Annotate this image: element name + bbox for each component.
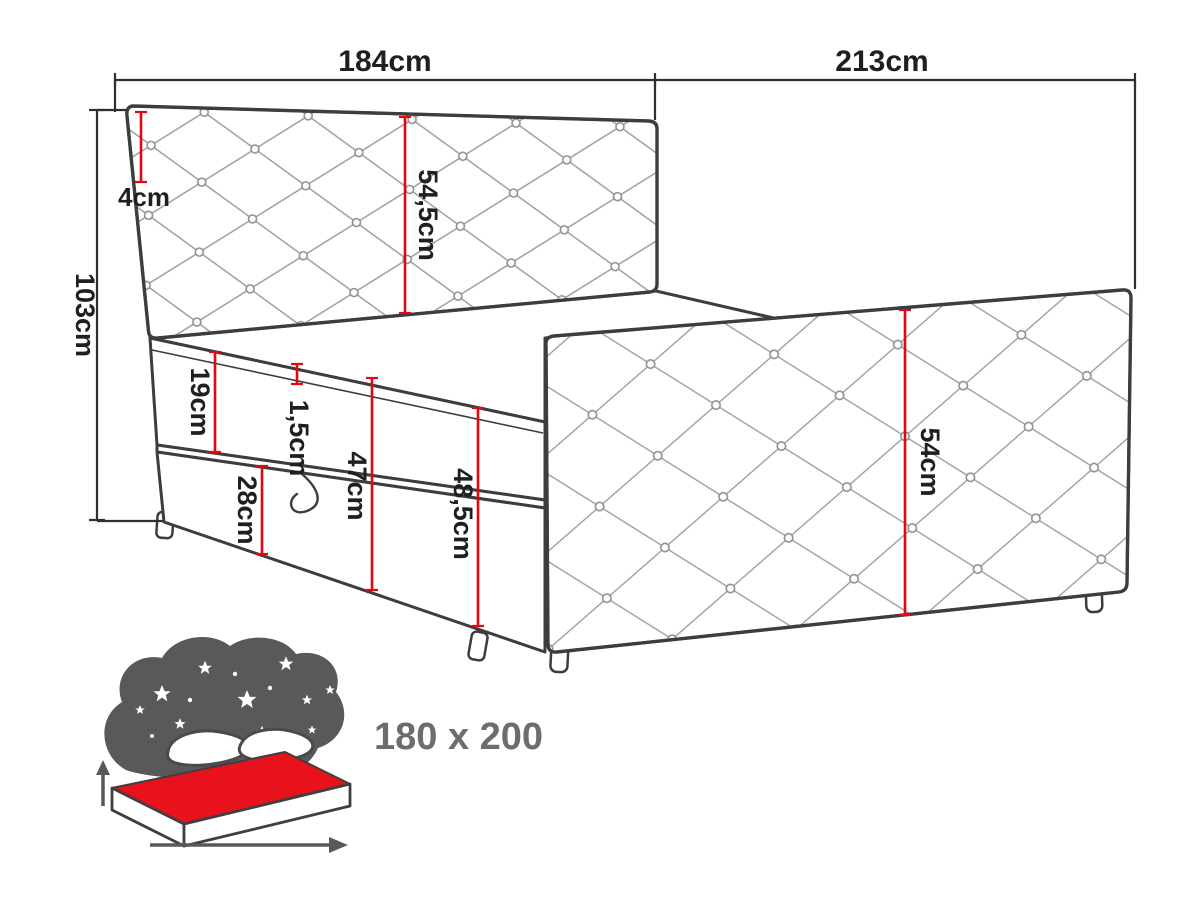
lift-arrow-icon [96,760,110,806]
dim-line-headboard-panel [399,115,411,315]
headboard [125,104,659,340]
dim-label-mattress: 19cm [185,367,215,436]
dim-line-mattress [209,350,221,454]
dim-label-total-height: 103cm [70,273,100,357]
dim-label-headboard-panel: 54,5cm [413,169,443,261]
dim-label-headboard-width: 184cm [338,45,431,78]
dim-label-top-edge: 4cm [118,182,170,212]
dim-line-side-height [472,406,484,628]
dim-label-storage: 28cm [232,475,262,544]
base-icon [110,782,352,848]
bed-drawing [125,104,1133,674]
size-label: 180 x 200 [374,716,543,758]
dim-label-side-panel: 54cm [915,427,945,496]
dim-label-side-width: 213cm [835,45,928,78]
drawer-handle [289,472,319,514]
bed-leg [467,630,489,662]
dim-line-seam [291,362,303,386]
dim-line-height-left [89,108,163,523]
pillows-icon [166,727,315,767]
dim-line-mattress-plus-storage [366,376,378,592]
storage-base-face [155,450,547,654]
dim-line-storage [256,464,268,556]
dim-label-seam: 1,5cm [284,400,314,477]
dim-label-mattress-plus-storage: 47cm [342,451,372,520]
storage-bed-icon [96,636,352,853]
dim-line-width-top [113,73,1137,289]
dim-line-side-panel [899,308,911,617]
dim-label-side-height: 48,5cm [448,468,478,560]
side-panel [544,288,1133,654]
dim-line-top-edge [135,110,147,184]
width-arrow-icon [150,837,348,853]
